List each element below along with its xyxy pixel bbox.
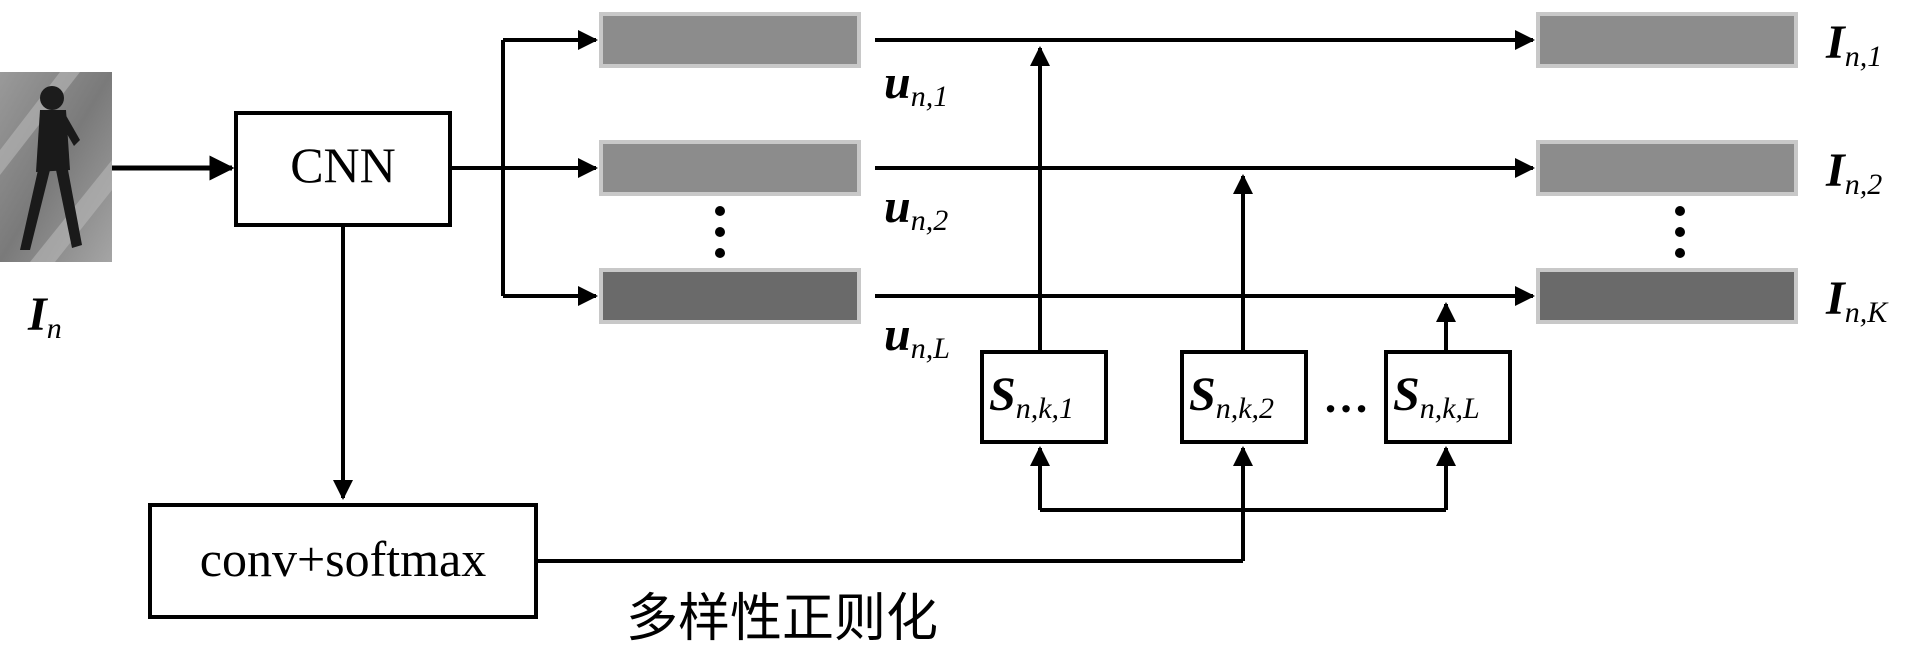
input-label: In [27, 288, 62, 345]
pedestrian-image-icon [0, 72, 112, 262]
feature-label-2: un,2 [884, 180, 948, 237]
conv-softmax-label: conv+softmax [200, 531, 486, 587]
feature-vertical-dots [715, 206, 725, 258]
output-vertical-dots [1675, 206, 1685, 258]
feature-bar-L [599, 268, 861, 324]
feature-bar-2 [599, 140, 861, 196]
output-label-K: In,K [1825, 272, 1889, 329]
feature-label-1: un,1 [884, 56, 948, 113]
cnn-box [234, 111, 452, 227]
conv-softmax-box [148, 503, 538, 619]
output-bar-2 [1536, 140, 1798, 196]
selector-label-2: Sn,k,2 [1189, 368, 1274, 425]
output-label-2: In,2 [1825, 144, 1882, 201]
selector-box-L [1384, 350, 1512, 444]
output-bar-1 [1536, 12, 1798, 68]
feature-label-L: un,L [884, 308, 950, 365]
selector-box-2 [1180, 350, 1308, 444]
selector-label-L: Sn,k,L [1393, 368, 1480, 425]
selector-box-1 [980, 350, 1108, 444]
feature-bar-1 [599, 12, 861, 68]
selector-ellipsis: … [1323, 371, 1369, 422]
regularization-label: 多样性正则化 [626, 589, 938, 649]
output-label-1: In,1 [1825, 16, 1882, 73]
selector-label-1: Sn,k,1 [989, 368, 1074, 425]
output-bar-K [1536, 268, 1798, 324]
cnn-label: CNN [290, 137, 396, 193]
